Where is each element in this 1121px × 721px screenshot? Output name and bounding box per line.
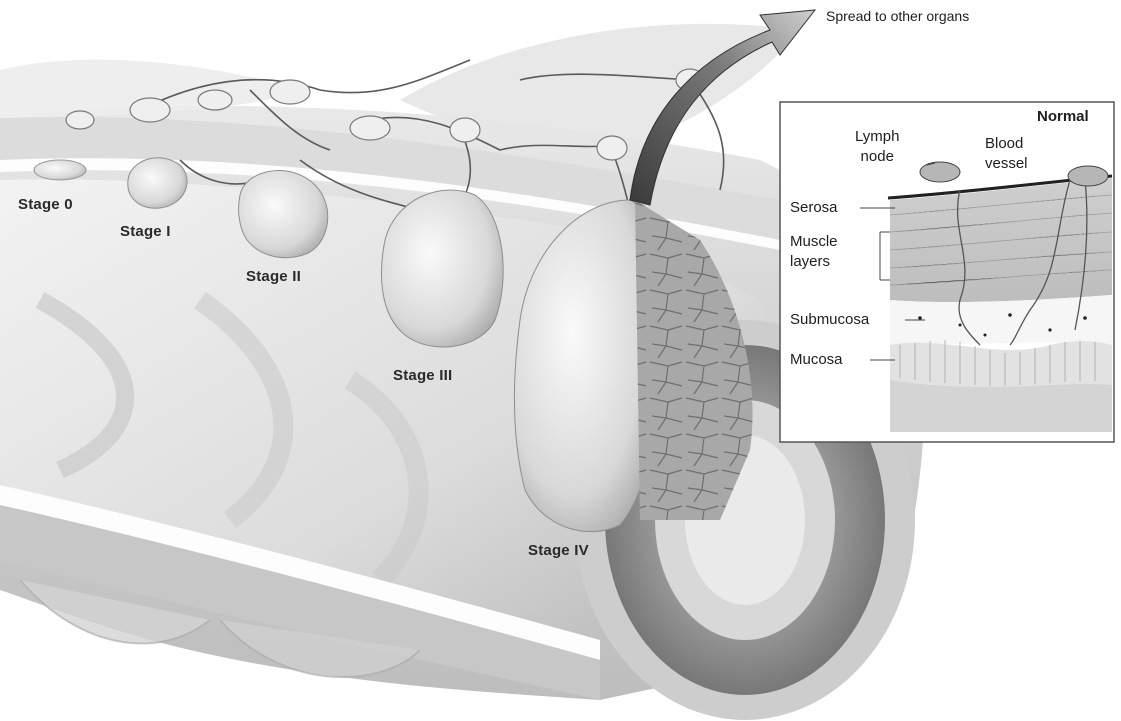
blood-vessel-label: Blood vessel xyxy=(985,134,1028,174)
blood-vessel-label-line2: vessel xyxy=(985,154,1028,174)
spread-to-other-organs-label: Spread to other organs xyxy=(826,8,969,24)
mucosa-label: Mucosa xyxy=(790,350,843,370)
muscle-layers-label-line1: Muscle xyxy=(790,232,838,252)
stage-3-label: Stage III xyxy=(393,367,452,384)
stage-1-label: Stage I xyxy=(120,223,171,240)
muscle-layers-label: Muscle layers xyxy=(790,232,838,272)
normal-wall-inset xyxy=(780,102,1114,442)
inset-title-normal: Normal xyxy=(1037,108,1089,125)
tumor-stage-1 xyxy=(128,158,187,208)
serosa-label: Serosa xyxy=(790,198,838,218)
lymph-node-label-line1: Lymph xyxy=(855,127,899,147)
blood-vessel-label-line1: Blood xyxy=(985,134,1028,154)
submucosa-label: Submucosa xyxy=(790,310,869,330)
tumor-stage-0 xyxy=(34,160,86,180)
stage-2-label: Stage II xyxy=(246,268,301,285)
lymph-node-label-line2: node xyxy=(855,147,899,167)
tumor-stage-3 xyxy=(382,190,504,347)
lymph-node-label: Lymph node xyxy=(855,127,899,167)
muscle-layers-label-line2: layers xyxy=(790,252,838,272)
stage-4-label: Stage IV xyxy=(528,542,589,559)
stage-0-label: Stage 0 xyxy=(18,196,73,213)
